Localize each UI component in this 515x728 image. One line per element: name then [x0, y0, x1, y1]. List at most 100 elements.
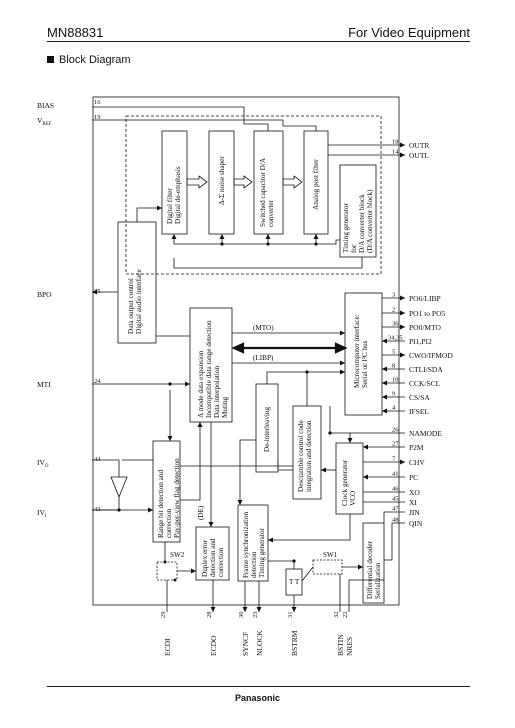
right-pin-number: 26 — [392, 427, 399, 434]
bullet-square-icon — [47, 56, 54, 63]
right-pin-label: OUTL — [409, 151, 429, 160]
de-bus-label: (DE) — [197, 505, 205, 520]
left-pin-label: BPO — [37, 290, 52, 299]
right-pin-number: 45 — [392, 496, 399, 503]
left-pin-number: 16 — [94, 99, 101, 106]
left-pin-label: IVO — [37, 458, 49, 469]
footer-rule — [47, 686, 470, 687]
right-pin-label: PO0/MTO — [409, 323, 442, 332]
right-pin-number: 5 — [392, 349, 395, 356]
differential-decoder-block — [362, 522, 385, 604]
a-mode-label-2: Data interpolation — [213, 366, 221, 418]
chip-outline — [92, 96, 400, 606]
digital-filter-label-0: Digital filter — [166, 188, 174, 224]
timing-gen-da-label-3: (D/A converter block) — [366, 189, 374, 253]
right-pin-label: CWO/IFMOD — [409, 351, 453, 360]
left-pin-label: VREF — [37, 116, 52, 127]
bottom-pin-label: ECDI — [163, 638, 172, 656]
range-bit-label-0: Range bit detection and — [157, 470, 165, 538]
micro-if-label-0: Microcomputer interface: — [353, 314, 361, 388]
right-pin-number: 3 — [392, 292, 395, 299]
right-pin-label: PO1 to PO5 — [409, 309, 446, 318]
microcomputer-interface-block — [344, 292, 383, 416]
right-pin-label: P2M — [409, 443, 424, 452]
right-pin-number: 9 — [392, 391, 395, 398]
clock-gen-label-0: Clock generator — [341, 459, 349, 506]
left-pin-label: MTI — [37, 380, 51, 389]
deinterleaving-label-0: De-interleaving — [263, 406, 271, 452]
frame-sync-label-0: Frame synchronization — [242, 512, 250, 578]
data-output-label-0: Data output control — [127, 278, 135, 334]
right-pin-label: XO — [409, 488, 420, 497]
right-pin-label: OUTR — [409, 141, 429, 150]
range-bit-label-1: correction — [165, 508, 173, 538]
digital-filter-label-1: Digital de-emphasis — [174, 166, 182, 224]
da-block-dashed — [125, 115, 382, 275]
right-pin-number: 14 — [392, 149, 399, 156]
section-title: Block Diagram — [59, 54, 131, 66]
right-pin-number: 7 — [392, 456, 396, 463]
tt-label: T T — [289, 578, 300, 586]
right-pin-number: 41 — [392, 471, 399, 478]
bottom-pin-number: 31 — [287, 612, 294, 619]
left-pin-number: 24 — [94, 378, 101, 385]
duplex-label-0: Duplex error — [201, 539, 209, 577]
right-pin-label: QIN — [409, 519, 423, 528]
range-bit-label-2: Pay-per-view flag detection — [173, 458, 181, 538]
switched-cap-label-1: converter — [267, 199, 275, 227]
right-pin-label: CS/SA — [409, 393, 430, 402]
right-pin-number: 2 — [392, 307, 395, 314]
right-pin-label: CTLI/SDA — [409, 365, 443, 374]
sw1-label: SW1 — [323, 551, 338, 559]
bottom-pin-number: 22 — [342, 612, 349, 619]
frame-sync-block — [237, 504, 269, 582]
right-pin-label: IFSEL — [409, 407, 429, 416]
range-bit-block — [152, 440, 181, 543]
document-category: For Video Equipment — [348, 25, 470, 40]
a-mode-label-1: Incompatible data range detection — [205, 320, 213, 418]
header-rule — [47, 41, 470, 42]
right-pin-label: PO6/LIBP — [409, 294, 441, 303]
left-pin-number: 43 — [94, 506, 101, 513]
a-mode-label-0: A mode data expansion — [197, 350, 205, 418]
bottom-pin-number: 29 — [160, 612, 167, 619]
sw2-box — [156, 561, 178, 581]
right-pin-number: 34,35 — [388, 335, 403, 342]
switched-cap-label-0: Switched capacitor D/A — [259, 157, 267, 227]
bottom-pin-number: 23 — [252, 612, 259, 619]
right-pin-label: XI — [409, 498, 417, 507]
right-pin-label: CHV — [409, 458, 425, 467]
bottom-pin-number: 32 — [333, 612, 340, 619]
right-pin-number: 18 — [392, 139, 399, 146]
descramble-label-1: integration and detection — [305, 420, 313, 492]
duplex-label-1: detection and — [209, 538, 217, 577]
sw1-box — [312, 559, 343, 575]
left-pin-number: 19 — [94, 114, 101, 121]
data-output-label-1: Digital audio interface — [135, 269, 143, 334]
sw2-label: SW2 — [170, 551, 185, 559]
frame-sync-label-1: detection — [250, 551, 258, 578]
timing-gen-da-label-2: D/A converter block — [358, 194, 366, 253]
duplex-error-block — [195, 526, 230, 581]
right-pin-number: 48 — [392, 517, 399, 524]
right-pin-number: 46 — [392, 486, 399, 493]
frame-sync-label-2: Timing generator — [258, 528, 266, 578]
mto-bus-label: (MTO) — [253, 324, 274, 332]
bottom-pin-number: 28 — [206, 612, 213, 619]
micro-if-label-1: Serial or I²C bus — [361, 340, 369, 388]
bottom-pin-label: BSTIN — [336, 634, 345, 656]
libp-bus-label: (LIBP) — [253, 354, 274, 362]
right-pin-label: CCK/SCL — [409, 379, 441, 388]
diff-decoder-label-0: Differential decoder — [366, 540, 374, 599]
timing-gen-da-label-1: for — [350, 244, 358, 253]
right-pin-number: 27 — [392, 441, 399, 448]
left-pin-label: BIAS — [37, 101, 54, 110]
bottom-pin-label: ECDO — [209, 635, 218, 656]
right-pin-number: 4 — [392, 405, 396, 412]
hollow-arrows — [186, 175, 303, 189]
right-pin-label: JIN — [409, 508, 420, 517]
bottom-pin-label: NRES — [345, 637, 354, 656]
diff-decoder-label-1: Serialization — [374, 562, 382, 599]
